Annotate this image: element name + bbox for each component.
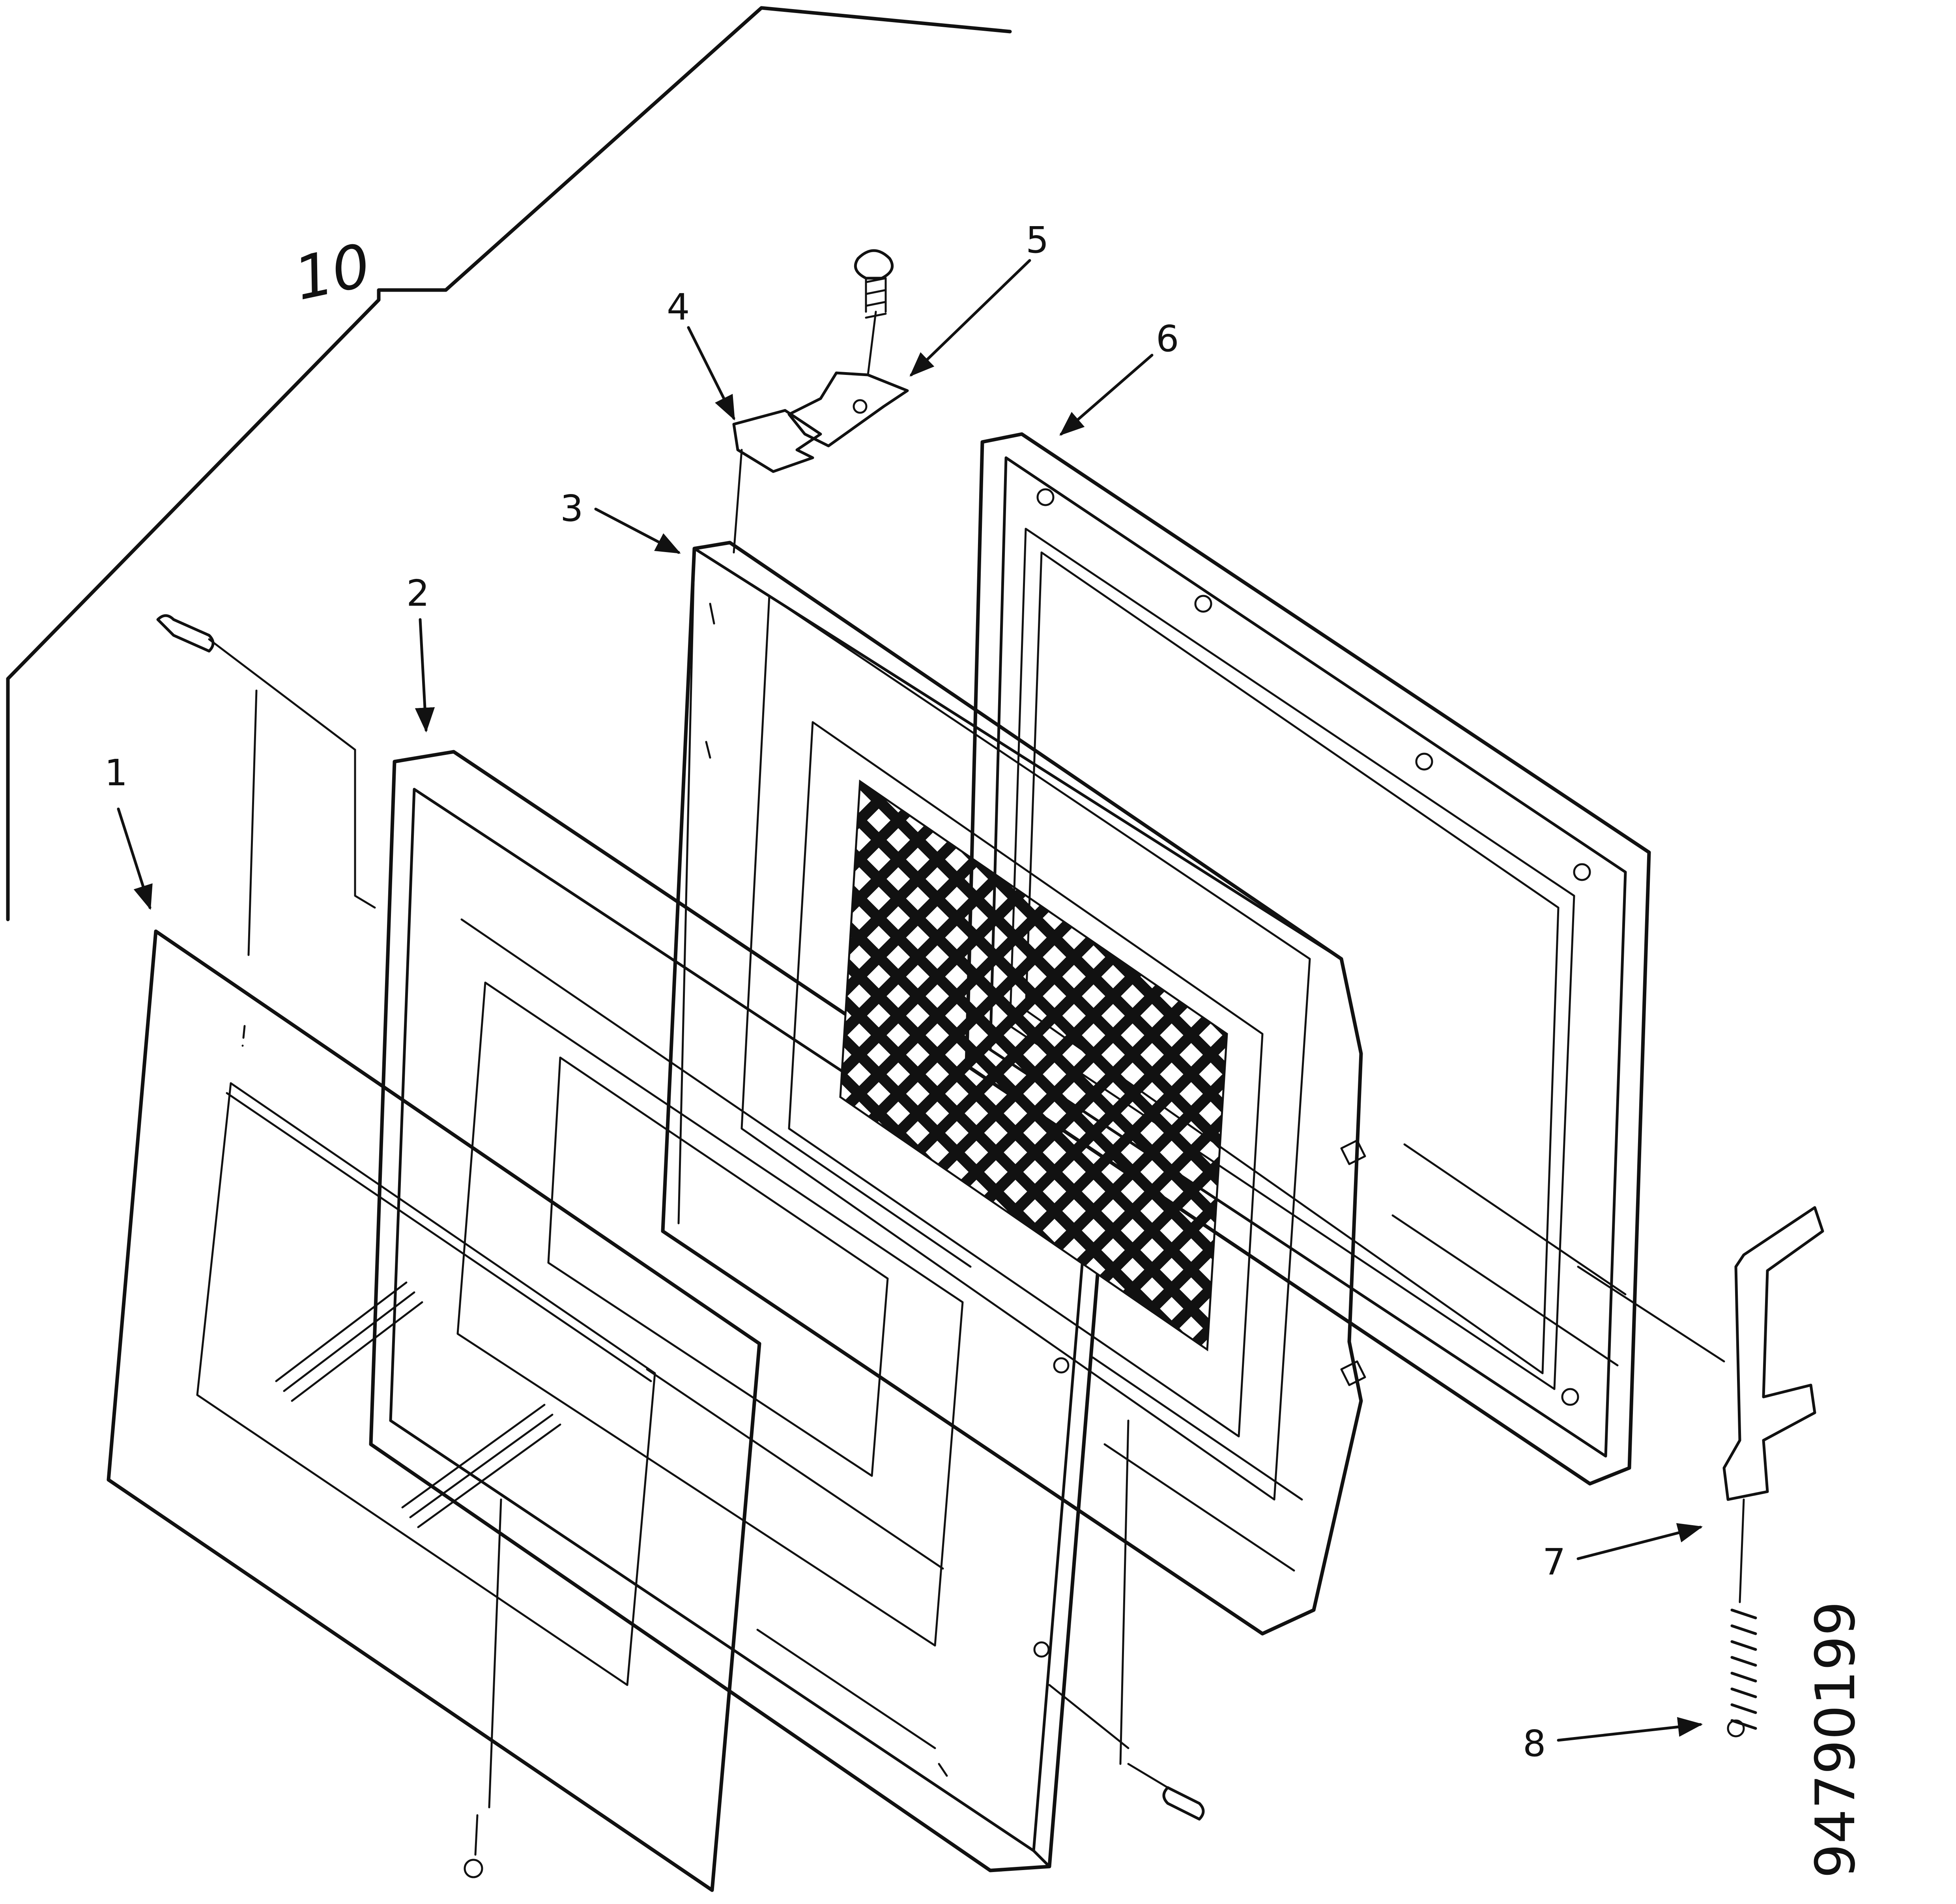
- part-5-hinge-plate: [787, 249, 909, 447]
- document-number-label: 94790199: [1804, 1601, 1867, 1878]
- callout-arrows: [117, 259, 1703, 1742]
- section-number-label: 10: [288, 231, 376, 314]
- part-6-choke-frame: [965, 432, 1651, 1486]
- part-3-door-inner-shell: [661, 541, 1366, 1636]
- section-boundary-line: [6, 6, 1012, 921]
- callout-label-2: 2: [406, 572, 430, 614]
- callout-label-8: 8: [1523, 1722, 1546, 1765]
- part-7-latch-hook: [1577, 1206, 1824, 1501]
- callout-label-6: 6: [1156, 318, 1179, 360]
- mesh-window: [839, 779, 1228, 1352]
- callout-label-4: 4: [667, 286, 690, 328]
- callout-label-3: 3: [560, 487, 583, 530]
- part-4-hinge-bracket: [732, 409, 822, 554]
- screw-bottom-right: [1048, 1419, 1205, 1821]
- callout-label-1: 1: [105, 752, 128, 794]
- callout-label-7: 7: [1543, 1541, 1566, 1583]
- part-8-spring: [1727, 1498, 1757, 1737]
- screw-top-left: [156, 614, 376, 1047]
- part-1-outer-glass-panel: [107, 929, 761, 1892]
- callout-label-5: 5: [1026, 219, 1049, 261]
